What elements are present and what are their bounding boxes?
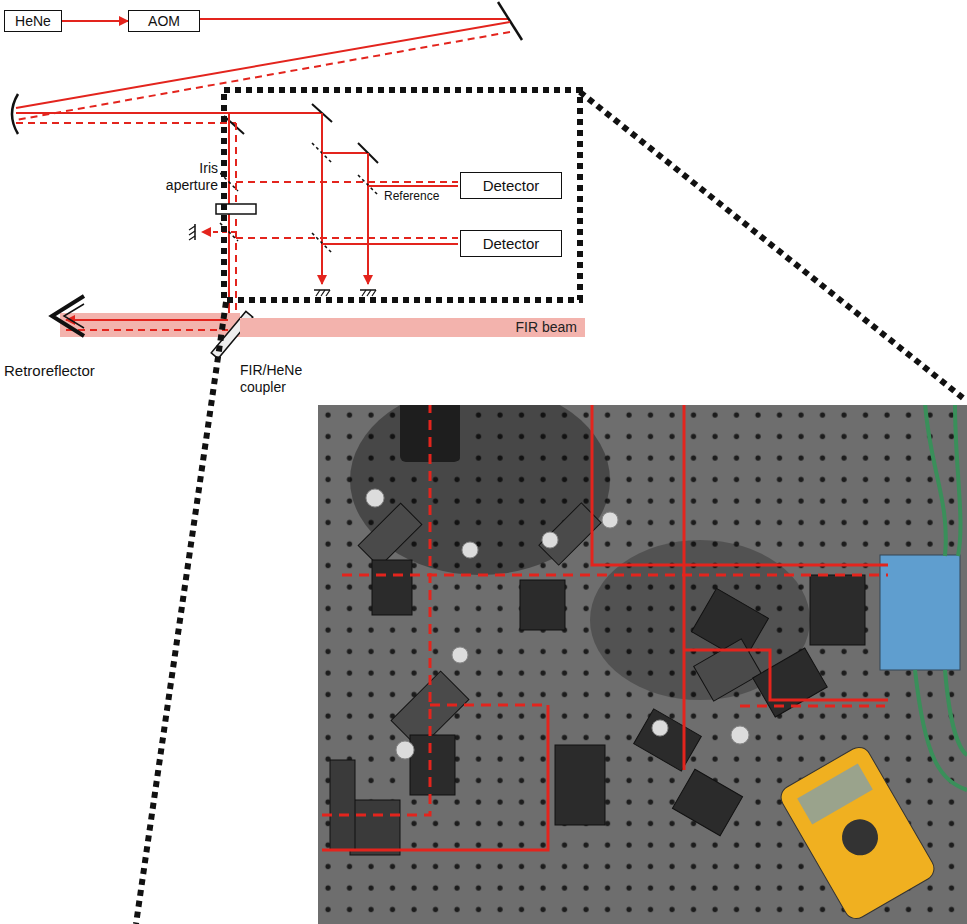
beam-dump-tick xyxy=(367,290,371,296)
multimeter-dial xyxy=(835,813,884,862)
beam-overlay xyxy=(322,705,548,850)
node-text: Detector xyxy=(483,177,540,195)
multimeter-screen xyxy=(797,764,873,825)
cable xyxy=(955,405,960,556)
lens-tube xyxy=(400,405,460,462)
adjuster-knob xyxy=(542,532,558,548)
beam-line xyxy=(16,122,236,124)
component-label: FIR/HeNe coupler xyxy=(240,362,330,396)
beam-line xyxy=(322,152,368,154)
beam-line xyxy=(367,153,369,284)
beam-dump-tick xyxy=(321,290,325,296)
detector-box: Detector xyxy=(460,230,562,257)
zoom-line xyxy=(136,302,226,924)
beam-overlay xyxy=(322,405,430,815)
component-label: Iris aperture xyxy=(152,160,220,194)
beam-dump-tick xyxy=(189,236,195,240)
zoom-box xyxy=(224,90,580,300)
laser-box: HeNe xyxy=(4,10,62,32)
node-text: FIR beam xyxy=(516,319,577,336)
optic-mount xyxy=(520,580,565,630)
zoom-line xyxy=(580,92,963,398)
beam-dump-tick xyxy=(362,290,366,296)
beam-line xyxy=(202,231,236,233)
beam-line xyxy=(321,113,323,284)
beam-overlay xyxy=(342,574,888,577)
retroreflector xyxy=(52,296,84,336)
beam-overlay xyxy=(684,650,888,700)
beam-line xyxy=(236,181,458,183)
beam-line xyxy=(228,113,230,322)
detector-box: Detector xyxy=(460,172,562,199)
shadow xyxy=(350,405,610,575)
modulator-box: AOM xyxy=(128,10,200,32)
adjuster-knob xyxy=(366,489,384,507)
retroreflector xyxy=(64,304,84,328)
beam-line xyxy=(16,32,510,120)
optic-mount xyxy=(410,735,455,795)
component-label: Retroreflector xyxy=(4,362,95,380)
beam-dump-line xyxy=(314,289,330,291)
node-text: Detector xyxy=(483,235,540,253)
beam-dump-line xyxy=(360,289,376,291)
beam-overlay xyxy=(430,704,548,707)
optic-mount xyxy=(330,760,355,850)
beam-dump-tick xyxy=(189,231,195,235)
beam-overlay xyxy=(740,705,885,708)
mirror xyxy=(498,2,522,40)
beam-dump-tick xyxy=(189,226,195,230)
node-text: HeNe xyxy=(15,13,51,30)
beam-line xyxy=(236,237,458,239)
schematic xyxy=(12,2,522,359)
optic-mount xyxy=(555,745,605,825)
optic-mount xyxy=(810,575,865,645)
cable xyxy=(945,670,967,755)
beam-band: FIR beam xyxy=(240,318,585,337)
multimeter-body xyxy=(777,743,939,923)
fir-beam-band xyxy=(60,313,240,337)
cable xyxy=(925,405,946,556)
photo xyxy=(318,405,967,924)
beam-line xyxy=(66,319,228,321)
beam-label: Reference xyxy=(382,189,441,203)
optic-mount xyxy=(350,800,400,855)
beam-dump-tick xyxy=(316,290,320,296)
beam-dump-tick xyxy=(372,290,376,296)
beam-arrow xyxy=(62,20,128,22)
beam-overlay xyxy=(592,405,888,565)
beam-line xyxy=(16,112,322,114)
beam-line xyxy=(16,22,510,108)
adjuster-knob xyxy=(452,647,468,663)
beam-dump-symbol xyxy=(189,224,195,240)
optic-mount xyxy=(358,503,422,567)
beam-line xyxy=(66,329,228,331)
beam-dump-symbol xyxy=(360,290,376,296)
beam-overlay xyxy=(683,405,686,770)
beam-line xyxy=(322,243,458,245)
adjuster-knob xyxy=(396,741,414,759)
beam-line xyxy=(200,18,508,20)
adjuster-knob xyxy=(652,720,668,736)
optic-mount xyxy=(672,769,742,835)
optic-mount xyxy=(694,639,762,701)
node-text: AOM xyxy=(148,13,180,30)
optic-mount xyxy=(372,560,412,615)
optic-mount xyxy=(634,709,702,771)
beam-line xyxy=(368,185,458,187)
cable xyxy=(915,670,967,790)
adjuster-knob xyxy=(731,726,749,744)
beam-line xyxy=(235,123,237,322)
beam-dump-symbol xyxy=(314,290,330,296)
detector-housing xyxy=(880,555,960,670)
adjuster-knob xyxy=(602,512,618,528)
beam-dump-tick xyxy=(326,290,330,296)
adjuster-knob xyxy=(462,542,478,558)
multimeter xyxy=(777,743,939,923)
